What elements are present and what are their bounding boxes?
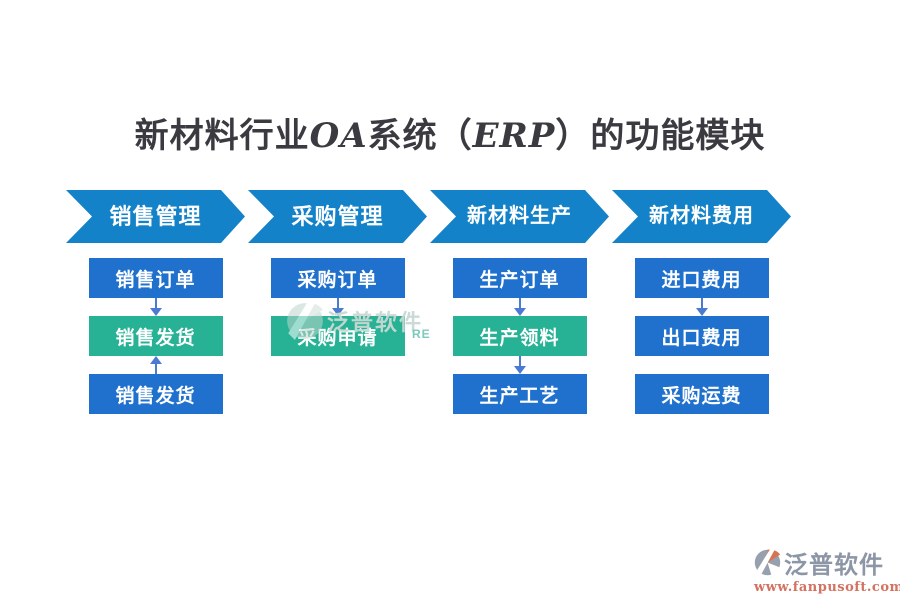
spacer xyxy=(612,356,791,374)
module-box-purchase-freight: 采购运费 xyxy=(634,374,769,414)
title-segment-erp: ERP xyxy=(472,116,556,156)
module-box-import-expense: 进口费用 xyxy=(634,258,769,298)
title-segment: 系统（ xyxy=(367,116,473,156)
fanpu-logo-url: www.fanpusoft.com xyxy=(754,580,900,595)
module-box-purchase-order: 采购订单 xyxy=(270,258,405,298)
down-arrow-icon xyxy=(430,298,609,316)
column-sales: 销售管理 销售订单 销售发货 销售发货 xyxy=(66,190,245,414)
page-title: 新材料行业OA系统（ERP）的功能模块 xyxy=(0,108,900,157)
banner-sales-management: 销售管理 xyxy=(66,190,245,243)
watermark-suffix: RE xyxy=(412,327,431,341)
module-box-sales-delivery-2: 销售发货 xyxy=(88,374,223,414)
down-arrow-icon xyxy=(430,356,609,374)
fanpu-logo-text: 泛普软件 xyxy=(784,552,884,579)
banner-material-expense: 新材料费用 xyxy=(612,190,791,243)
fanpu-logo: 泛普软件 www.fanpusoft.com xyxy=(754,545,900,595)
down-arrow-icon xyxy=(248,298,427,316)
down-arrow-icon xyxy=(66,298,245,316)
module-box-export-expense: 出口费用 xyxy=(634,316,769,356)
module-box-purchase-request: 采购申请 xyxy=(270,316,405,356)
column-production: 新材料生产 生产订单 生产领料 生产工艺 xyxy=(430,190,609,414)
module-box-production-process: 生产工艺 xyxy=(452,374,587,414)
column-purchase: 采购管理 采购订单 采购申请 xyxy=(248,190,427,356)
banner-purchase-management: 采购管理 xyxy=(248,190,427,243)
fanpu-logo-row: 泛普软件 xyxy=(754,545,894,580)
column-expense: 新材料费用 进口费用 出口费用 采购运费 xyxy=(612,190,791,414)
production-stack: 生产订单 生产领料 生产工艺 xyxy=(430,258,609,414)
up-arrow-icon xyxy=(66,356,245,374)
banner-material-production: 新材料生产 xyxy=(430,190,609,243)
purchase-stack: 采购订单 采购申请 xyxy=(248,258,427,356)
title-segment: ）的功能模块 xyxy=(555,116,766,156)
fanpu-logo-icon xyxy=(754,548,781,576)
module-box-sales-order: 销售订单 xyxy=(88,258,223,298)
module-box-production-picking: 生产领料 xyxy=(452,316,587,356)
title-segment-oa: OA xyxy=(309,116,368,156)
module-box-sales-delivery: 销售发货 xyxy=(88,316,223,356)
down-arrow-icon xyxy=(612,298,791,316)
sales-stack: 销售订单 销售发货 销售发货 xyxy=(66,258,245,414)
expense-stack: 进口费用 出口费用 采购运费 xyxy=(612,258,791,414)
title-segment: 新材料行业 xyxy=(134,116,310,156)
module-box-production-order: 生产订单 xyxy=(452,258,587,298)
